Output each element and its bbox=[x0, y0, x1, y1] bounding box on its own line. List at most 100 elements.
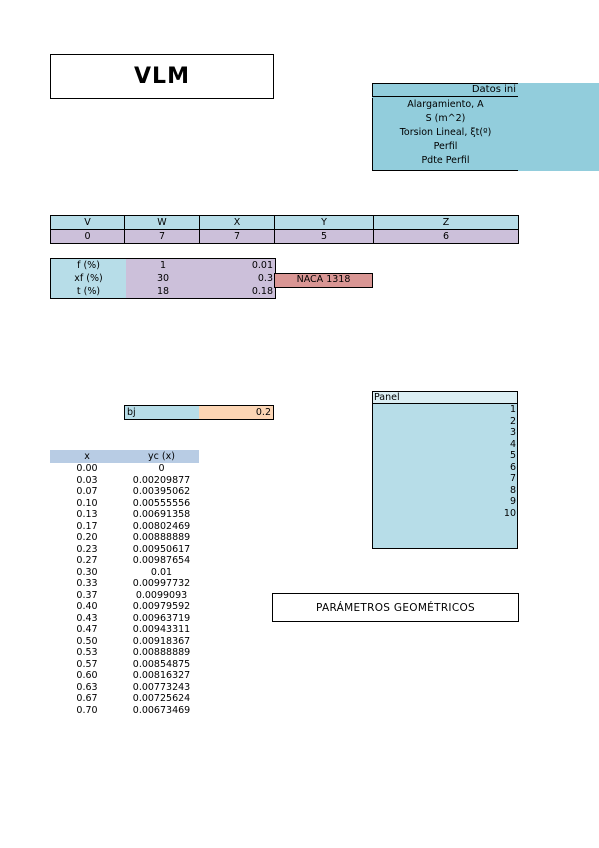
panel-item[interactable]: 10 bbox=[503, 507, 516, 519]
yc-cell[interactable]: 0.00963719 bbox=[132, 612, 191, 624]
panel-item[interactable]: 5 bbox=[509, 450, 516, 461]
yc-cell[interactable]: 0.0099093 bbox=[135, 589, 188, 601]
header-cell-y[interactable]: Y bbox=[274, 215, 374, 230]
x-cell[interactable]: 0.47 bbox=[76, 624, 98, 635]
panel-item[interactable]: 6 bbox=[509, 461, 516, 473]
x-cell[interactable]: 0.37 bbox=[76, 589, 98, 601]
param-frac-t[interactable]: 0.18 bbox=[200, 285, 276, 299]
bj-label-cell[interactable]: bj bbox=[124, 405, 199, 420]
yc-cell[interactable]: 0.00395062 bbox=[132, 486, 191, 497]
datos-item-alargamiento[interactable]: Alargamiento, A bbox=[407, 99, 484, 110]
yc-cell[interactable]: 0.00950617 bbox=[132, 543, 191, 555]
x-cell[interactable]: 0.23 bbox=[76, 543, 98, 555]
page-title: VLM bbox=[50, 54, 274, 99]
table-row: f (%) 1 0.01 bbox=[50, 258, 276, 272]
datos-item-superficie[interactable]: S (m^2) bbox=[425, 113, 466, 124]
x-cell[interactable]: 0.17 bbox=[76, 520, 98, 532]
value-cell-z[interactable]: 6 bbox=[373, 229, 519, 244]
table-row: 0.03 0.00209877 bbox=[50, 475, 199, 487]
param-frac-xf[interactable]: 0.3 bbox=[200, 272, 276, 285]
x-cell[interactable]: 0.70 bbox=[76, 704, 98, 716]
param-pct-t[interactable]: 18 bbox=[126, 285, 200, 299]
x-cell[interactable]: 0.67 bbox=[76, 693, 98, 704]
column-header-yc[interactable]: yc (x) bbox=[124, 450, 199, 463]
x-cell[interactable]: 0.13 bbox=[76, 509, 98, 520]
panel-item[interactable]: 8 bbox=[509, 484, 516, 496]
yc-cell[interactable]: 0.00888889 bbox=[132, 532, 191, 543]
yc-cell[interactable]: 0.00918367 bbox=[132, 635, 191, 647]
yc-cell[interactable]: 0.00802469 bbox=[132, 520, 191, 532]
yc-cell[interactable]: 0.00673469 bbox=[132, 704, 191, 716]
param-pct-f[interactable]: 1 bbox=[126, 258, 200, 272]
yc-cell[interactable]: 0.00979592 bbox=[132, 601, 191, 612]
datos-header[interactable]: Datos ini bbox=[372, 83, 518, 97]
header-cell-v[interactable]: V bbox=[50, 215, 125, 230]
yc-cell[interactable]: 0.00725624 bbox=[132, 693, 191, 704]
table-row: 0.40 0.00979592 bbox=[50, 601, 199, 613]
yc-cell[interactable]: 0.00997732 bbox=[132, 578, 191, 589]
value-cell-y[interactable]: 5 bbox=[274, 229, 374, 244]
header-cell-w[interactable]: W bbox=[124, 215, 200, 230]
param-label-f[interactable]: f (%) bbox=[50, 258, 126, 272]
parametros-geometricos-button[interactable]: PARÁMETROS GEOMÉTRICOS bbox=[272, 593, 519, 622]
panel-item[interactable]: 3 bbox=[509, 427, 516, 438]
param-pct-xf[interactable]: 30 bbox=[126, 272, 200, 285]
yc-cell[interactable]: 0.00773243 bbox=[132, 681, 191, 693]
x-cell[interactable]: 0.53 bbox=[76, 647, 98, 658]
x-cell[interactable]: 0.20 bbox=[76, 532, 98, 543]
param-frac-f[interactable]: 0.01 bbox=[200, 258, 276, 272]
yc-cell[interactable]: 0.00854875 bbox=[132, 658, 191, 670]
param-label-xf[interactable]: xf (%) bbox=[50, 272, 126, 285]
x-cell[interactable]: 0.00 bbox=[76, 463, 98, 474]
panel-item[interactable]: 2 bbox=[509, 415, 516, 427]
header-cell-z[interactable]: Z bbox=[373, 215, 519, 230]
yc-cell[interactable]: 0.00943311 bbox=[132, 624, 191, 635]
vwxyz-table: V W X Y Z 0 7 7 5 6 bbox=[50, 215, 519, 244]
header-cell-x[interactable]: X bbox=[199, 215, 275, 230]
table-row: 0.37 0.0099093 bbox=[50, 590, 199, 602]
table-row: 0.57 0.00854875 bbox=[50, 659, 199, 671]
value-cell-v[interactable]: 0 bbox=[50, 229, 125, 244]
panel-header[interactable]: Panel bbox=[373, 391, 517, 404]
yc-cell[interactable]: 0.00691358 bbox=[132, 509, 191, 520]
x-cell[interactable]: 0.60 bbox=[76, 670, 98, 681]
x-cell[interactable]: 0.57 bbox=[76, 658, 98, 670]
yc-cell[interactable]: 0.00816327 bbox=[132, 670, 191, 681]
table-row: 0.27 0.00987654 bbox=[50, 555, 199, 567]
value-cell-x[interactable]: 7 bbox=[199, 229, 275, 244]
x-cell[interactable]: 0.33 bbox=[76, 578, 98, 589]
x-cell[interactable]: 0.43 bbox=[76, 612, 98, 624]
datos-item-torsion[interactable]: Torsion Lineal, ξt(º) bbox=[399, 127, 492, 138]
yc-cell[interactable]: 0.00987654 bbox=[132, 555, 191, 566]
table-row: 0.47 0.00943311 bbox=[50, 624, 199, 636]
panel-item[interactable]: 4 bbox=[509, 438, 516, 450]
x-cell[interactable]: 0.40 bbox=[76, 601, 98, 612]
x-cell[interactable]: 0.30 bbox=[76, 566, 98, 578]
panel-item[interactable]: 7 bbox=[509, 473, 516, 484]
yc-cell[interactable]: 0.00555556 bbox=[132, 497, 191, 509]
yc-cell[interactable]: 0.00209877 bbox=[132, 474, 191, 486]
value-cell-w[interactable]: 7 bbox=[124, 229, 200, 244]
x-cell[interactable]: 0.50 bbox=[76, 635, 98, 647]
table-row: 0.23 0.00950617 bbox=[50, 544, 199, 556]
table-row: 0.13 0.00691358 bbox=[50, 509, 199, 521]
table-row: 0.07 0.00395062 bbox=[50, 486, 199, 498]
panel-item[interactable]: 1 bbox=[509, 404, 516, 415]
x-cell[interactable]: 0.27 bbox=[76, 555, 98, 566]
bj-value-cell[interactable]: 0.2 bbox=[199, 405, 274, 420]
yc-cell[interactable]: 0.00888889 bbox=[132, 647, 191, 658]
yc-cell[interactable]: 0 bbox=[158, 463, 165, 474]
datos-item-perfil[interactable]: Perfil bbox=[433, 141, 458, 152]
yc-cell[interactable]: 0.01 bbox=[150, 566, 173, 578]
param-label-t[interactable]: t (%) bbox=[50, 285, 126, 299]
panel-item[interactable]: 9 bbox=[509, 496, 516, 507]
x-cell[interactable]: 0.63 bbox=[76, 681, 98, 693]
column-header-x[interactable]: x bbox=[50, 450, 124, 463]
datos-item-pdte-perfil[interactable]: Pdte Perfil bbox=[421, 155, 470, 166]
x-cell[interactable]: 0.03 bbox=[76, 474, 98, 486]
x-cell[interactable]: 0.10 bbox=[76, 497, 98, 509]
x-cell[interactable]: 0.07 bbox=[76, 486, 98, 497]
table-row: 0.60 0.00816327 bbox=[50, 670, 199, 682]
naca-profile-cell[interactable]: NACA 1318 bbox=[274, 273, 373, 288]
